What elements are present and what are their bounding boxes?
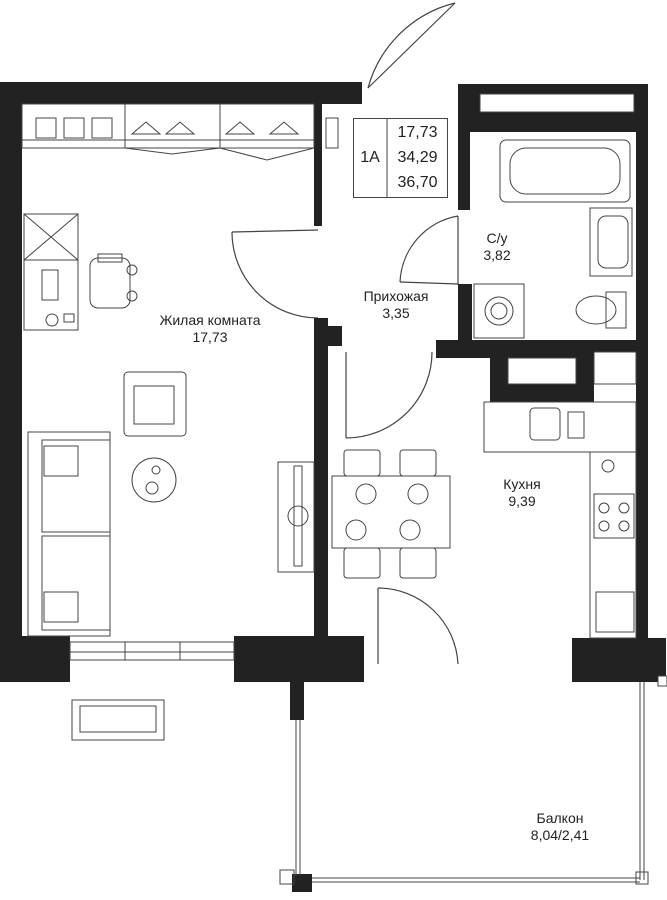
kitchen-door [345,351,433,439]
toilet [575,291,627,329]
wardrobe [21,103,315,161]
apartment-badge: 1A 17,73 34,29 36,70 [353,118,448,198]
room-label-living: Жилая комната 17,73 [140,312,280,346]
room-name: С/у [486,230,508,246]
kitchen-counter [483,401,637,639]
living-area: 17,73 [397,124,438,141]
room-label-kitchen: Кухня 9,39 [482,476,562,510]
washing-machine [473,283,525,339]
area-with-balcony: 36,70 [397,174,438,191]
tv-unit [277,461,315,573]
bathtub [499,139,631,203]
room-name: Кухня [503,476,541,492]
living-room-door [231,229,319,319]
room-area: 17,73 [192,329,228,345]
coffee-table [131,457,177,503]
room-area: 8,04/2,41 [530,827,590,843]
balcony-railing [279,675,667,885]
balcony-door [377,587,459,665]
room-label-hall: Прихожая 3,35 [340,288,452,322]
room-name: Прихожая [363,288,429,304]
armchair [123,371,187,437]
room-area: 9,39 [508,493,536,509]
sofa [27,431,111,637]
entrance-door [367,2,456,89]
total-area: 34,29 [397,149,438,166]
dining-set [331,449,451,579]
walls [0,82,666,892]
living-room-window [69,641,235,661]
sink [589,207,633,277]
room-label-bath: С/у 3,82 [462,230,532,264]
room-name: Балкон [536,810,584,826]
bathroom-door [399,215,459,285]
badge-frame [353,118,448,198]
office-chair [89,253,138,309]
room-label-balcony: Балкон 8,04/2,41 [510,810,610,844]
desk [23,213,79,331]
outside-bench [71,699,165,741]
apartment-code: 1A [360,149,380,166]
room-name: Жилая комната [159,312,261,328]
apartment-areas: 17,73 34,29 36,70 [387,120,448,195]
room-area: 3,35 [382,305,410,321]
room-area: 3,82 [483,247,511,263]
